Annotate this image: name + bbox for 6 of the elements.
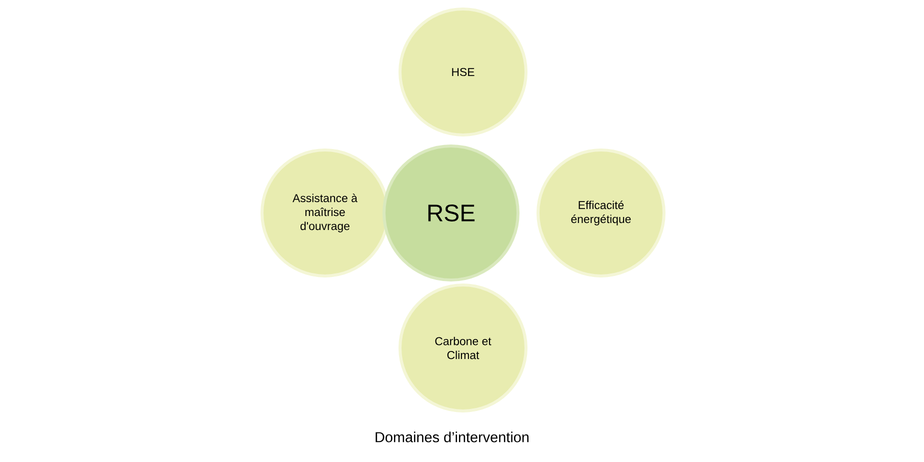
circle-node: RSE: [382, 144, 520, 282]
circle-node: Assistance à maîtrise d'ouvrage: [260, 148, 390, 278]
circle-node: HSE: [398, 8, 528, 136]
circle-node: Carbone et Climat: [398, 284, 528, 412]
circle-node: Efficacité énergétique: [536, 148, 666, 278]
caption: Domaines d’intervention: [376, 432, 528, 442]
